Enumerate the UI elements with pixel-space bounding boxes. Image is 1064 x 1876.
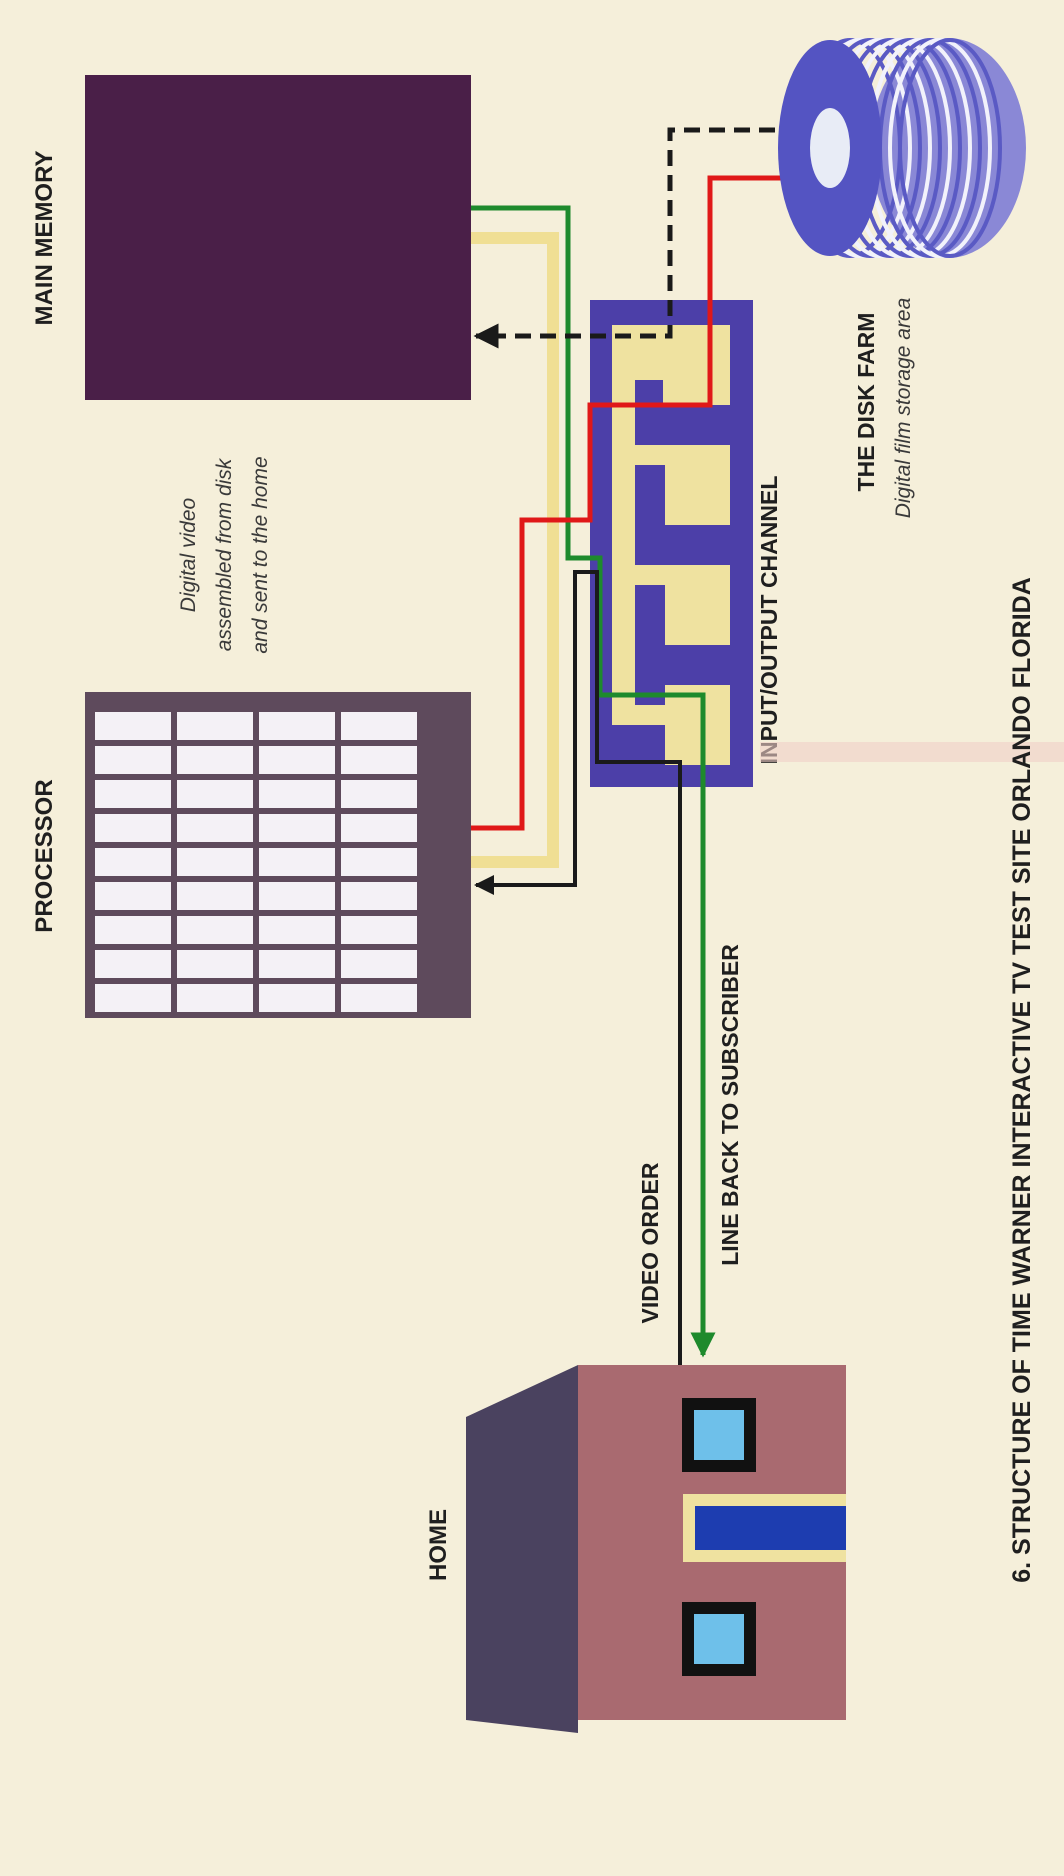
processor-cell <box>95 950 171 978</box>
processor-cell <box>259 712 335 740</box>
processor-cell <box>177 916 253 944</box>
processor-cell <box>177 712 253 740</box>
video-annotation: Digital video assembled from disk and se… <box>177 456 272 653</box>
io-channel-label: INPUT/OUTPUT CHANNEL <box>756 476 782 765</box>
processor-cell <box>259 984 335 1012</box>
processor-cell <box>177 984 253 1012</box>
processor-cell <box>341 780 417 808</box>
main-memory-label: MAIN MEMORY <box>31 150 58 325</box>
processor-cell <box>259 848 335 876</box>
processor-cell <box>177 848 253 876</box>
disk-farm <box>778 38 1026 258</box>
house-roof <box>466 1365 578 1733</box>
processor-label: PROCESSOR <box>31 779 58 932</box>
home-house <box>466 1365 846 1733</box>
processor-cell <box>95 814 171 842</box>
processor-cell <box>259 814 335 842</box>
io-channel-block <box>590 300 753 787</box>
processor-cell <box>95 916 171 944</box>
processor-cell <box>259 950 335 978</box>
processor-cell <box>177 780 253 808</box>
processor-cell <box>177 814 253 842</box>
annotation-line-3: and sent to the home <box>249 456 272 653</box>
annotation-line-2: assembled from disk <box>213 457 236 651</box>
processor-cell <box>341 984 417 1012</box>
figure-caption: 6. STRUCTURE OF TIME WARNER INTERACTIVE … <box>1008 577 1036 1583</box>
video-order-label: VIDEO ORDER <box>637 1162 663 1323</box>
annotation-line-1: Digital video <box>177 497 200 612</box>
processor-cell <box>177 950 253 978</box>
processor-cell <box>95 712 171 740</box>
processor-cell <box>259 916 335 944</box>
processor-cell <box>341 916 417 944</box>
yellow-link <box>471 238 553 862</box>
processor-cell <box>341 712 417 740</box>
line-back-label: LINE BACK TO SUBSCRIBER <box>717 944 743 1266</box>
processor-cell <box>95 882 171 910</box>
processor-cell <box>259 882 335 910</box>
processor-cell <box>341 882 417 910</box>
processor-block <box>85 692 471 1018</box>
processor-cell <box>341 814 417 842</box>
processor-cell <box>177 882 253 910</box>
disk-farm-label: THE DISK FARM <box>853 313 879 492</box>
processor-cell <box>95 746 171 774</box>
processor-cell <box>177 746 253 774</box>
processor-cell <box>95 984 171 1012</box>
processor-cell <box>259 746 335 774</box>
main-memory-block <box>85 75 471 400</box>
processor-cell <box>95 848 171 876</box>
home-label: HOME <box>425 1509 452 1581</box>
processor-cell <box>341 950 417 978</box>
processor-cell <box>341 746 417 774</box>
processor-cell <box>259 780 335 808</box>
disk-farm-subtitle: Digital film storage area <box>892 298 915 519</box>
processor-cell <box>95 780 171 808</box>
processor-cell <box>341 848 417 876</box>
